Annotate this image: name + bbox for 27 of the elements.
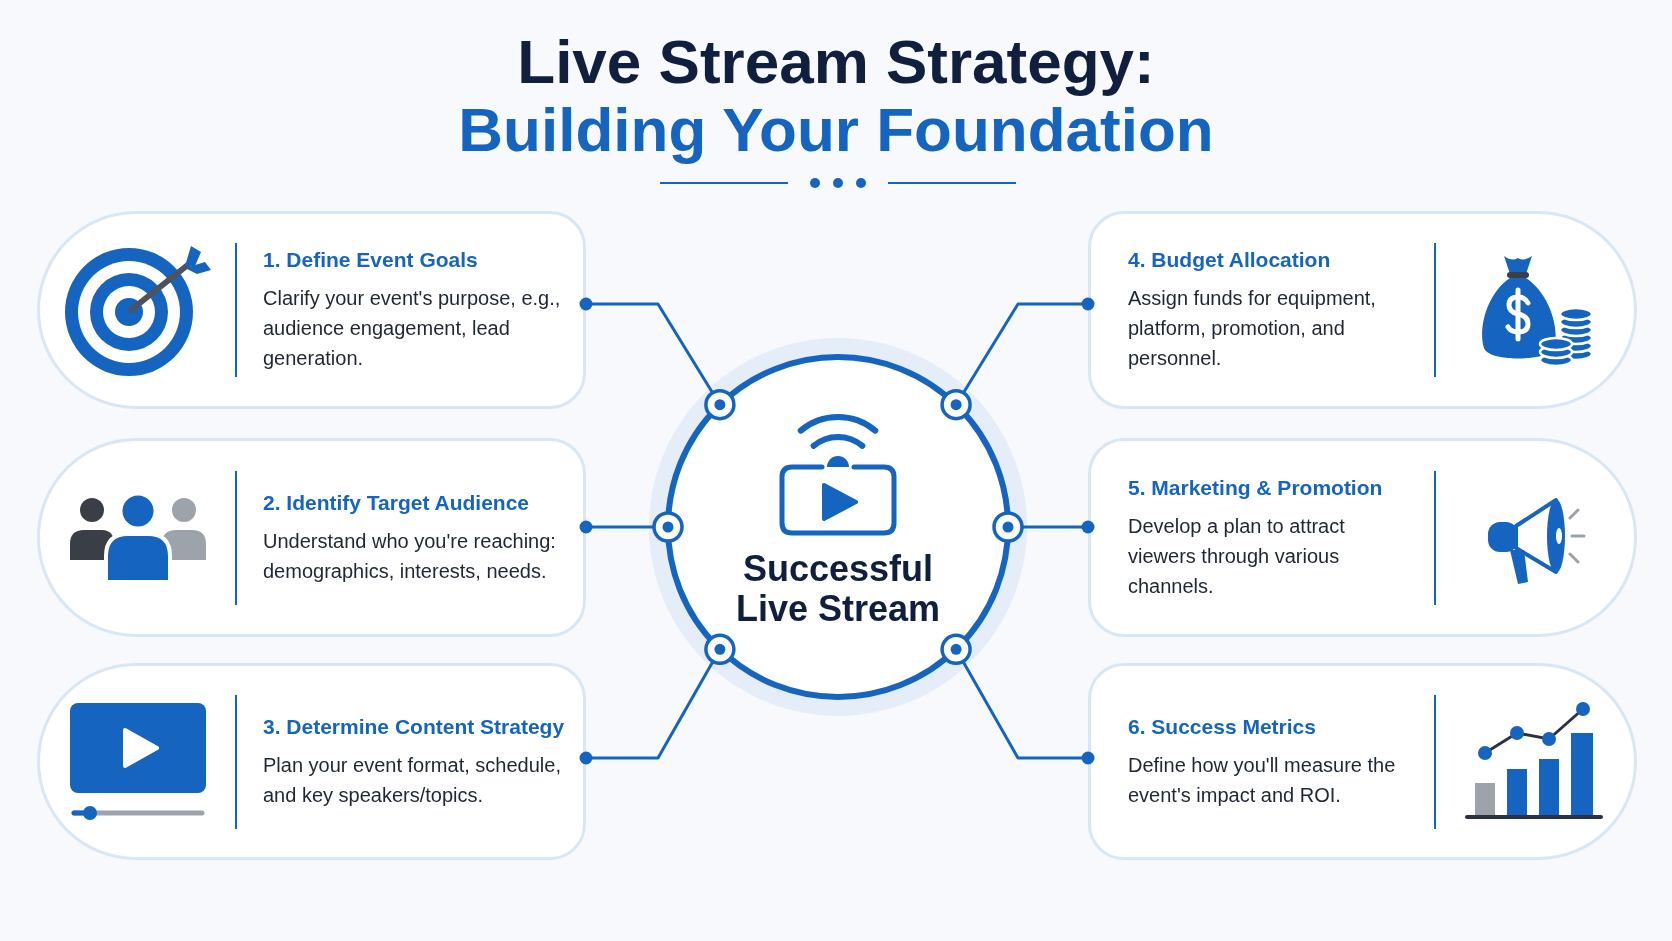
connector-line [992,511,1095,543]
step-description: Clarify your event's purpose, e.g., audience engagement, lead generation. [263,286,562,371]
step-heading: 6. Success Metrics [1128,713,1316,740]
step-description: Define how you'll measure the event's impact and ROI. [1128,752,1397,808]
step-heading: 2. Identify Target Audience [263,489,530,516]
connector-line [579,297,736,421]
step-card [1088,663,1637,860]
step-card [1088,438,1637,637]
step-card [37,211,586,409]
step-card [1088,211,1637,409]
step-heading: 3. Determine Content Strategy [263,713,565,740]
connector-line [579,633,736,765]
title: Live Stream Strategy: [517,28,1155,96]
connector-line [940,297,1095,421]
step-heading: 1. Define Event Goals [263,247,478,273]
connector-line [940,633,1095,765]
hub-title: Successful Live Stream [734,549,942,629]
step-description: Assign funds for equipment, platform, promotion, and personnel. [1128,286,1377,371]
step-heading: 5. Marketing & Promotion [1128,474,1383,501]
step-card [37,438,586,637]
step-description: Understand who you're reaching: demographics, interests, needs. [263,528,557,584]
subtitle: Building Your Foundation [458,96,1214,164]
step-description: Develop a plan to attract viewers through various channels. [1128,513,1346,599]
connector-line [579,511,684,543]
step-heading: 4. Budget Allocation [1128,247,1331,273]
step-description: Plan your event format, schedule, and key speakers/topics. [263,752,562,808]
step-card [37,663,586,860]
